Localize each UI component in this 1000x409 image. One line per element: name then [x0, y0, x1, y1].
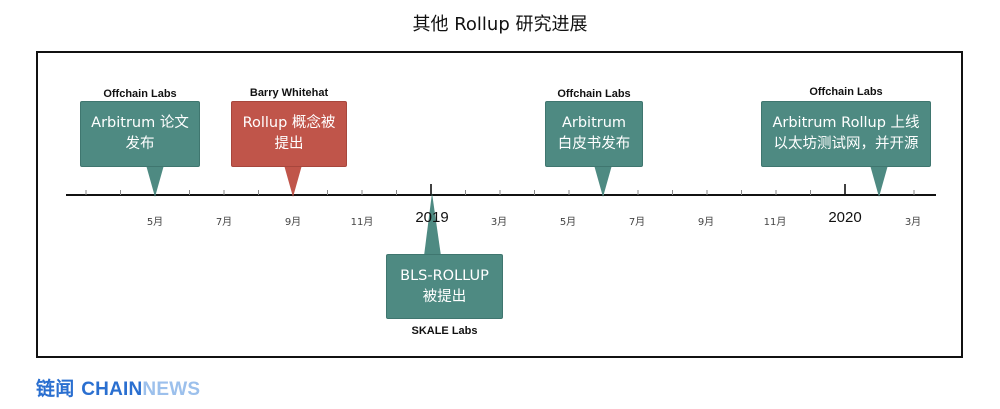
pointer-arbitrum-testnet — [870, 165, 888, 197]
pointer-bls-rollup — [424, 193, 441, 256]
month-label: 3月 — [490, 217, 508, 228]
event-callout-bls-rollup: BLS-ROLLUP 被提出 — [386, 254, 503, 319]
logo-chain-text: CHAIN — [81, 379, 143, 400]
event-org: Offchain Labs — [809, 86, 883, 98]
event-org: Offchain Labs — [557, 88, 631, 100]
chainnews-logo: 链闻 CHAINNEWS — [36, 374, 200, 401]
event-line: Arbitrum — [561, 115, 627, 131]
event-line: Arbitrum Rollup 上线 — [772, 115, 920, 131]
month-label: 5月 — [146, 217, 164, 228]
timeline-frame — [36, 51, 963, 358]
month-label: 7月 — [215, 217, 233, 228]
event-org: SKALE Labs — [411, 325, 478, 337]
event-line: 白皮书发布 — [557, 136, 631, 152]
event-callout-rollup-concept: Rollup 概念被 提出 — [231, 101, 347, 167]
event-line: Rollup 概念被 — [242, 115, 336, 131]
month-label: 7月 — [628, 217, 646, 228]
month-label: 11月 — [763, 217, 787, 228]
month-label: 9月 — [284, 217, 302, 228]
month-label: 5月 — [559, 217, 577, 228]
logo-cn-text: 链闻 — [36, 378, 75, 400]
pointer-rollup-concept — [284, 165, 302, 197]
event-org: Barry Whitehat — [249, 87, 329, 99]
month-label: 11月 — [350, 217, 374, 228]
month-label: 3月 — [904, 217, 922, 228]
event-line: 被提出 — [422, 288, 467, 305]
year-label-2020: 2020 — [828, 209, 862, 226]
year-label-2019: 2019 — [415, 209, 449, 226]
event-callout-arbitrum-testnet: Arbitrum Rollup 上线 以太坊测试网，并开源 — [761, 101, 931, 167]
timeline-ticks — [85, 184, 915, 195]
event-org: Offchain Labs — [103, 88, 177, 100]
logo-news-text: NEWS — [142, 379, 201, 400]
event-line: Arbitrum 论文 — [91, 115, 189, 131]
month-label: 9月 — [697, 217, 715, 228]
event-callout-arbitrum-paper: Arbitrum 论文 发布 — [80, 101, 200, 167]
event-line: 发布 — [125, 136, 155, 152]
pointer-arbitrum-paper — [146, 165, 164, 197]
event-line: 以太坊测试网，并开源 — [773, 136, 919, 152]
event-callout-arbitrum-whitepaper: Arbitrum 白皮书发布 — [545, 101, 643, 167]
pointer-arbitrum-whitepaper — [594, 165, 612, 197]
event-line: BLS-ROLLUP — [400, 267, 489, 284]
event-line: 提出 — [274, 136, 304, 152]
page-title: 其他 Rollup 研究进展 — [412, 14, 588, 35]
